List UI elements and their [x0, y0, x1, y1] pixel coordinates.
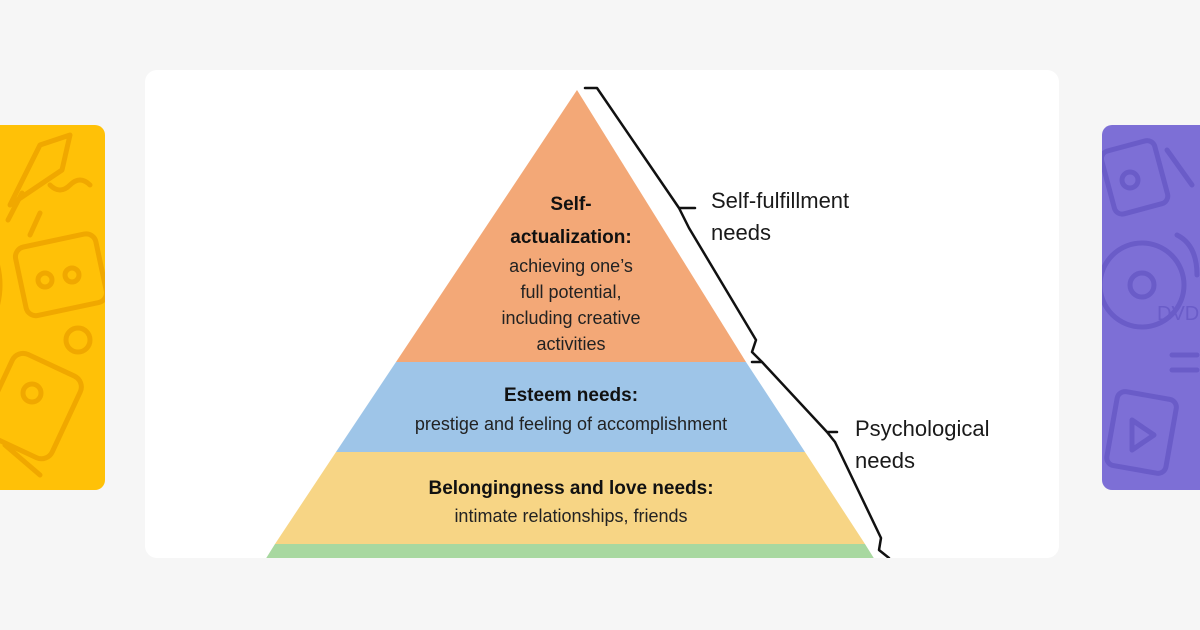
self-fulfillment-brace	[583, 86, 764, 364]
pyramid-card: Self- actualization: achieving one’s ful…	[145, 70, 1059, 558]
self-actualization-desc-line3: including creative	[501, 308, 640, 328]
self-actualization-tier	[396, 90, 746, 362]
belonging-tier	[275, 452, 865, 544]
psychological-brace	[750, 360, 891, 558]
esteem-title: Esteem needs:	[504, 385, 638, 406]
belonging-desc: intimate relationships, friends	[454, 506, 687, 526]
self-actualization-desc-line1: achieving one’s	[509, 256, 633, 276]
ticket-icon	[0, 325, 93, 478]
cassette-icon	[0, 231, 105, 319]
self-actualization-title-line2: actualization:	[510, 227, 631, 248]
right-decorative-card: DVD	[1102, 125, 1200, 490]
psychological-label-line2: needs	[855, 448, 915, 473]
self-actualization-desc-line4: activities	[536, 334, 605, 354]
rocket-icon	[5, 132, 93, 238]
self-fulfillment-label-line1: Self-fulfillment	[711, 188, 849, 213]
left-decorative-card	[0, 125, 105, 490]
bottom-tier	[266, 544, 874, 558]
self-actualization-desc-line2: full potential,	[520, 282, 621, 302]
psychological-label-line1: Psychological	[855, 416, 990, 441]
self-fulfillment-label-line2: needs	[711, 220, 771, 245]
esteem-desc: prestige and feeling of accomplishment	[415, 414, 727, 434]
dvd-text: DVD	[1157, 303, 1199, 325]
esteem-tier	[336, 362, 805, 452]
video-icon	[1104, 352, 1200, 476]
belonging-title: Belongingness and love needs:	[428, 478, 713, 499]
dvd-icon	[1102, 232, 1200, 330]
self-actualization-title-line1: Self-	[550, 194, 591, 215]
image-icon	[1102, 138, 1195, 217]
